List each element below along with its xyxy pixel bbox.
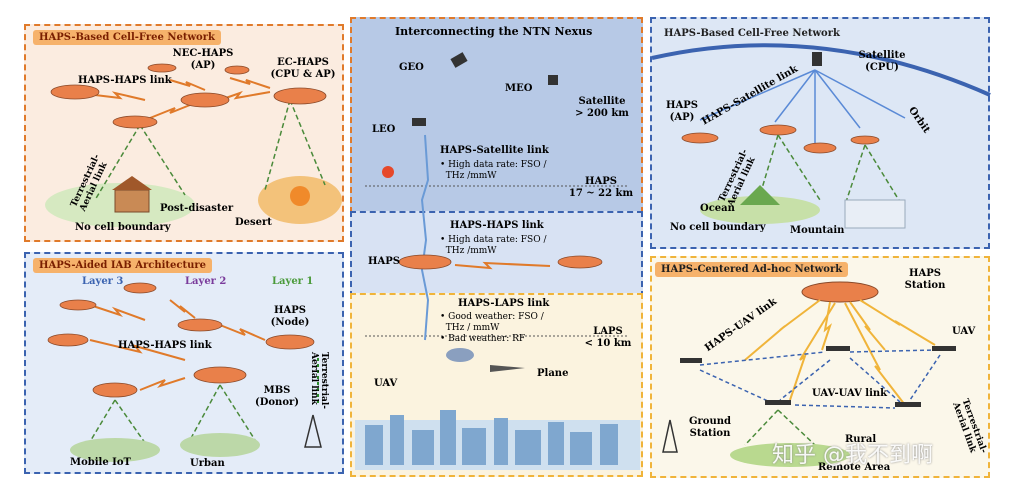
uav-uav-link-label: UAV-UAV link xyxy=(812,388,888,399)
ground-station-label: Ground Station xyxy=(682,416,738,439)
haps-ap-text: HAPS xyxy=(666,100,698,111)
layer1-label: Layer 1 xyxy=(272,276,314,287)
haps-laps-bullet: • Good weather: FSO / THz / mmW • Bad we… xyxy=(440,312,544,344)
haps-haps-link-label-tl: HAPS-HAPS link xyxy=(78,75,172,86)
haps-laps-link-label: HAPS-LAPS link xyxy=(458,298,550,309)
ec-haps-sub: (CPU & AP) xyxy=(270,68,336,80)
haps-station-text: HAPS xyxy=(909,268,941,279)
post-disaster-label: Post-disaster xyxy=(160,203,234,214)
no-cell-boundary-label-tl: No cell boundary xyxy=(75,222,171,233)
plane-label: Plane xyxy=(537,368,569,379)
nec-haps-label: NEC-HAPS (AP) xyxy=(168,48,238,71)
haps-node-label: HAPS (Node) xyxy=(265,305,315,328)
haps-sat-b1b: THz /mmW xyxy=(445,170,497,181)
nec-haps-sub: (AP) xyxy=(190,59,216,71)
haps-laps-b1b: THz / mmW xyxy=(445,322,500,333)
panel-title-top-left: HAPS-Based Cell-Free Network xyxy=(33,30,221,45)
haps-node-text: HAPS xyxy=(274,305,306,316)
urban-label: Urban xyxy=(190,458,225,469)
laps-alt-text: LAPS xyxy=(593,326,623,337)
haps-sat-b1: High data rate: FSO / xyxy=(448,160,547,170)
satellite-alt-value: > 200 km xyxy=(575,107,629,119)
haps-center-label: HAPS xyxy=(368,256,400,267)
panel-title-bottom-right: HAPS-Centered Ad-hoc Network xyxy=(655,262,849,277)
ocean-label: Ocean xyxy=(700,203,735,214)
center-title: Interconnecting the NTN Nexus xyxy=(395,25,593,38)
satellite-cpu-label: Satellite (CPU) xyxy=(852,50,912,73)
panel-title-top-right: HAPS-Based Cell-Free Network xyxy=(664,28,840,39)
haps-haps-b1: High data rate: FSO / xyxy=(448,235,547,245)
ec-haps-label: EC-HAPS (CPU & AP) xyxy=(268,57,338,80)
ground-station-sub: Station xyxy=(689,427,731,439)
satellite-alt-label: Satellite > 200 km xyxy=(572,96,632,119)
satellite-alt-text: Satellite xyxy=(578,96,626,107)
remote-area-label: Remote Area xyxy=(818,462,891,473)
haps-laps-b2: Bad weather: RF xyxy=(448,333,526,344)
haps-sat-bullet: • High data rate: FSO / THz /mmW xyxy=(440,160,547,181)
layer3-label: Layer 3 xyxy=(82,276,124,287)
panel-bottom-left xyxy=(24,252,344,474)
satellite-cpu-text: Satellite xyxy=(858,50,906,61)
nec-haps-text: NEC-HAPS xyxy=(172,48,234,59)
haps-sat-link-label: HAPS-Satellite link xyxy=(440,145,549,156)
haps-station-label: HAPS Station xyxy=(895,268,955,291)
rural-label: Rural xyxy=(845,434,877,445)
haps-haps-b1b: THz /mmW xyxy=(445,245,497,256)
panel-center-top xyxy=(350,17,643,213)
haps-station-sub: Station xyxy=(904,279,946,291)
haps-alt-text: HAPS xyxy=(585,176,617,187)
mobile-iot-label: Mobile IoT xyxy=(70,457,131,468)
laps-alt-value: < 10 km xyxy=(584,337,632,349)
haps-haps-link-label-center: HAPS-HAPS link xyxy=(450,220,544,231)
satellite-cpu-sub: (CPU) xyxy=(865,61,899,73)
geo-label: GEO xyxy=(399,62,424,73)
meo-label: MEO xyxy=(505,83,533,94)
leo-label: LEO xyxy=(372,124,396,135)
haps-alt-value: 17 ~ 22 km xyxy=(568,187,634,199)
haps-ap-label: HAPS (AP) xyxy=(663,100,701,123)
haps-laps-b1: Good weather: FSO / xyxy=(448,312,544,322)
mbs-text: MBS xyxy=(263,385,291,396)
uav-center-label: UAV xyxy=(374,378,398,389)
ground-station-text: Ground xyxy=(688,416,731,427)
haps-node-sub: (Node) xyxy=(270,316,310,328)
mountain-label: Mountain xyxy=(790,225,845,236)
haps-alt-label: HAPS 17 ~ 22 km xyxy=(566,176,636,199)
uav-br-label: UAV xyxy=(952,326,976,337)
ec-haps-text: EC-HAPS xyxy=(277,57,329,68)
desert-label: Desert xyxy=(235,217,272,228)
mbs-label: MBS (Donor) xyxy=(252,385,302,408)
layer2-label: Layer 2 xyxy=(185,276,227,287)
laps-alt-label: LAPS < 10 km xyxy=(580,326,636,349)
haps-haps-link-label-bl: HAPS-HAPS link xyxy=(118,340,212,351)
panel-title-bottom-left: HAPS-Aided IAB Architecture xyxy=(33,258,212,273)
haps-haps-bullet: • High data rate: FSO / THz /mmW xyxy=(440,235,547,256)
watermark: 知乎 @我不到啊 xyxy=(772,443,933,468)
mbs-sub: (Donor) xyxy=(254,396,299,408)
haps-ap-sub: (AP) xyxy=(669,111,695,123)
no-cell-boundary-label-tr: No cell boundary xyxy=(670,222,766,233)
